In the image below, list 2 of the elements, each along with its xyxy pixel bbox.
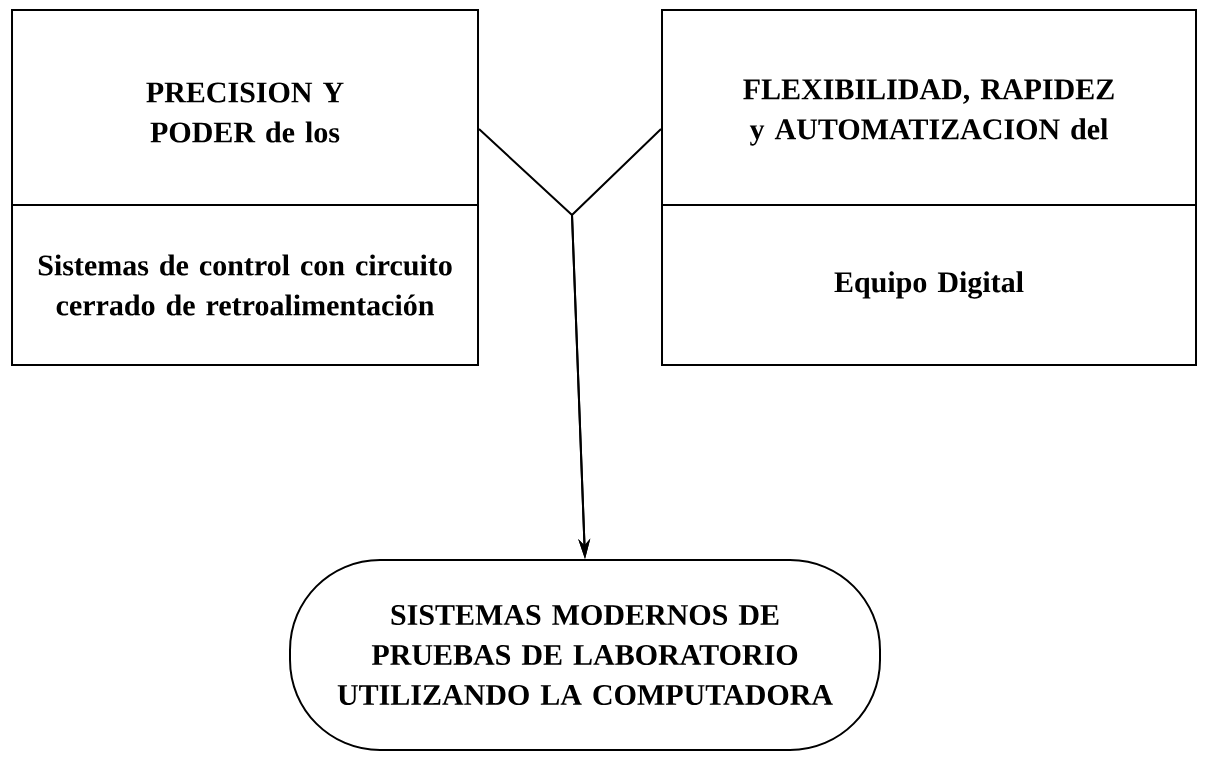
text-box: PRECISION Y PODER de los Sistemas de control con circuito cerrado de retroalimentación	[11, 9, 479, 366]
text-box: FLEXIBILIDAD, RAPIDEZ y AUTOMATIZACION del Equipo Digital	[661, 9, 1197, 366]
